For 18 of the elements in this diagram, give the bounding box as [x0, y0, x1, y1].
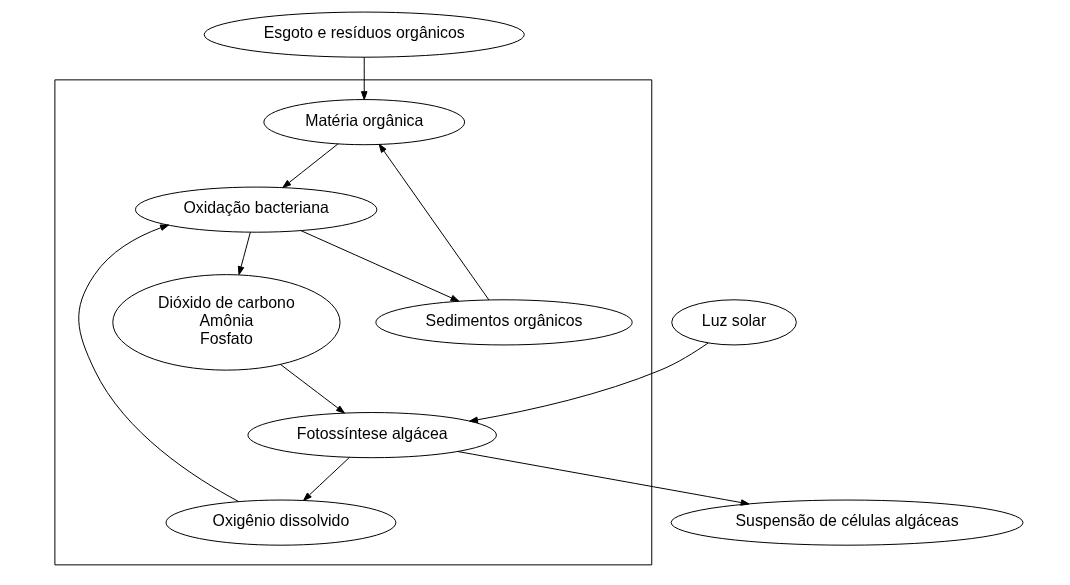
node-ellipse: Dióxido de carbono Amônia Fosfato: [112, 274, 341, 371]
node-ellipse: Luz solar: [671, 299, 797, 346]
arrow: [300, 230, 460, 302]
arrow: [237, 231, 251, 276]
arrow: [469, 342, 709, 424]
arrow: [378, 143, 490, 301]
arrow: [456, 450, 750, 506]
node-ellipse: Fotossíntese algácea: [247, 412, 497, 459]
arrow: [282, 143, 339, 189]
arrow: [78, 224, 240, 503]
arrow: [280, 364, 345, 414]
node-ellipse: Esgoto e resíduos orgânicos: [203, 11, 525, 58]
arrow: [360, 56, 368, 101]
node-ellipse: Oxigênio dissolvido: [165, 499, 397, 546]
node-ellipse: Matéria orgânica: [263, 99, 466, 146]
node-ellipse: Sedimentos orgânicos: [375, 299, 633, 346]
cluster: [54, 79, 653, 566]
arrow: [303, 456, 351, 501]
